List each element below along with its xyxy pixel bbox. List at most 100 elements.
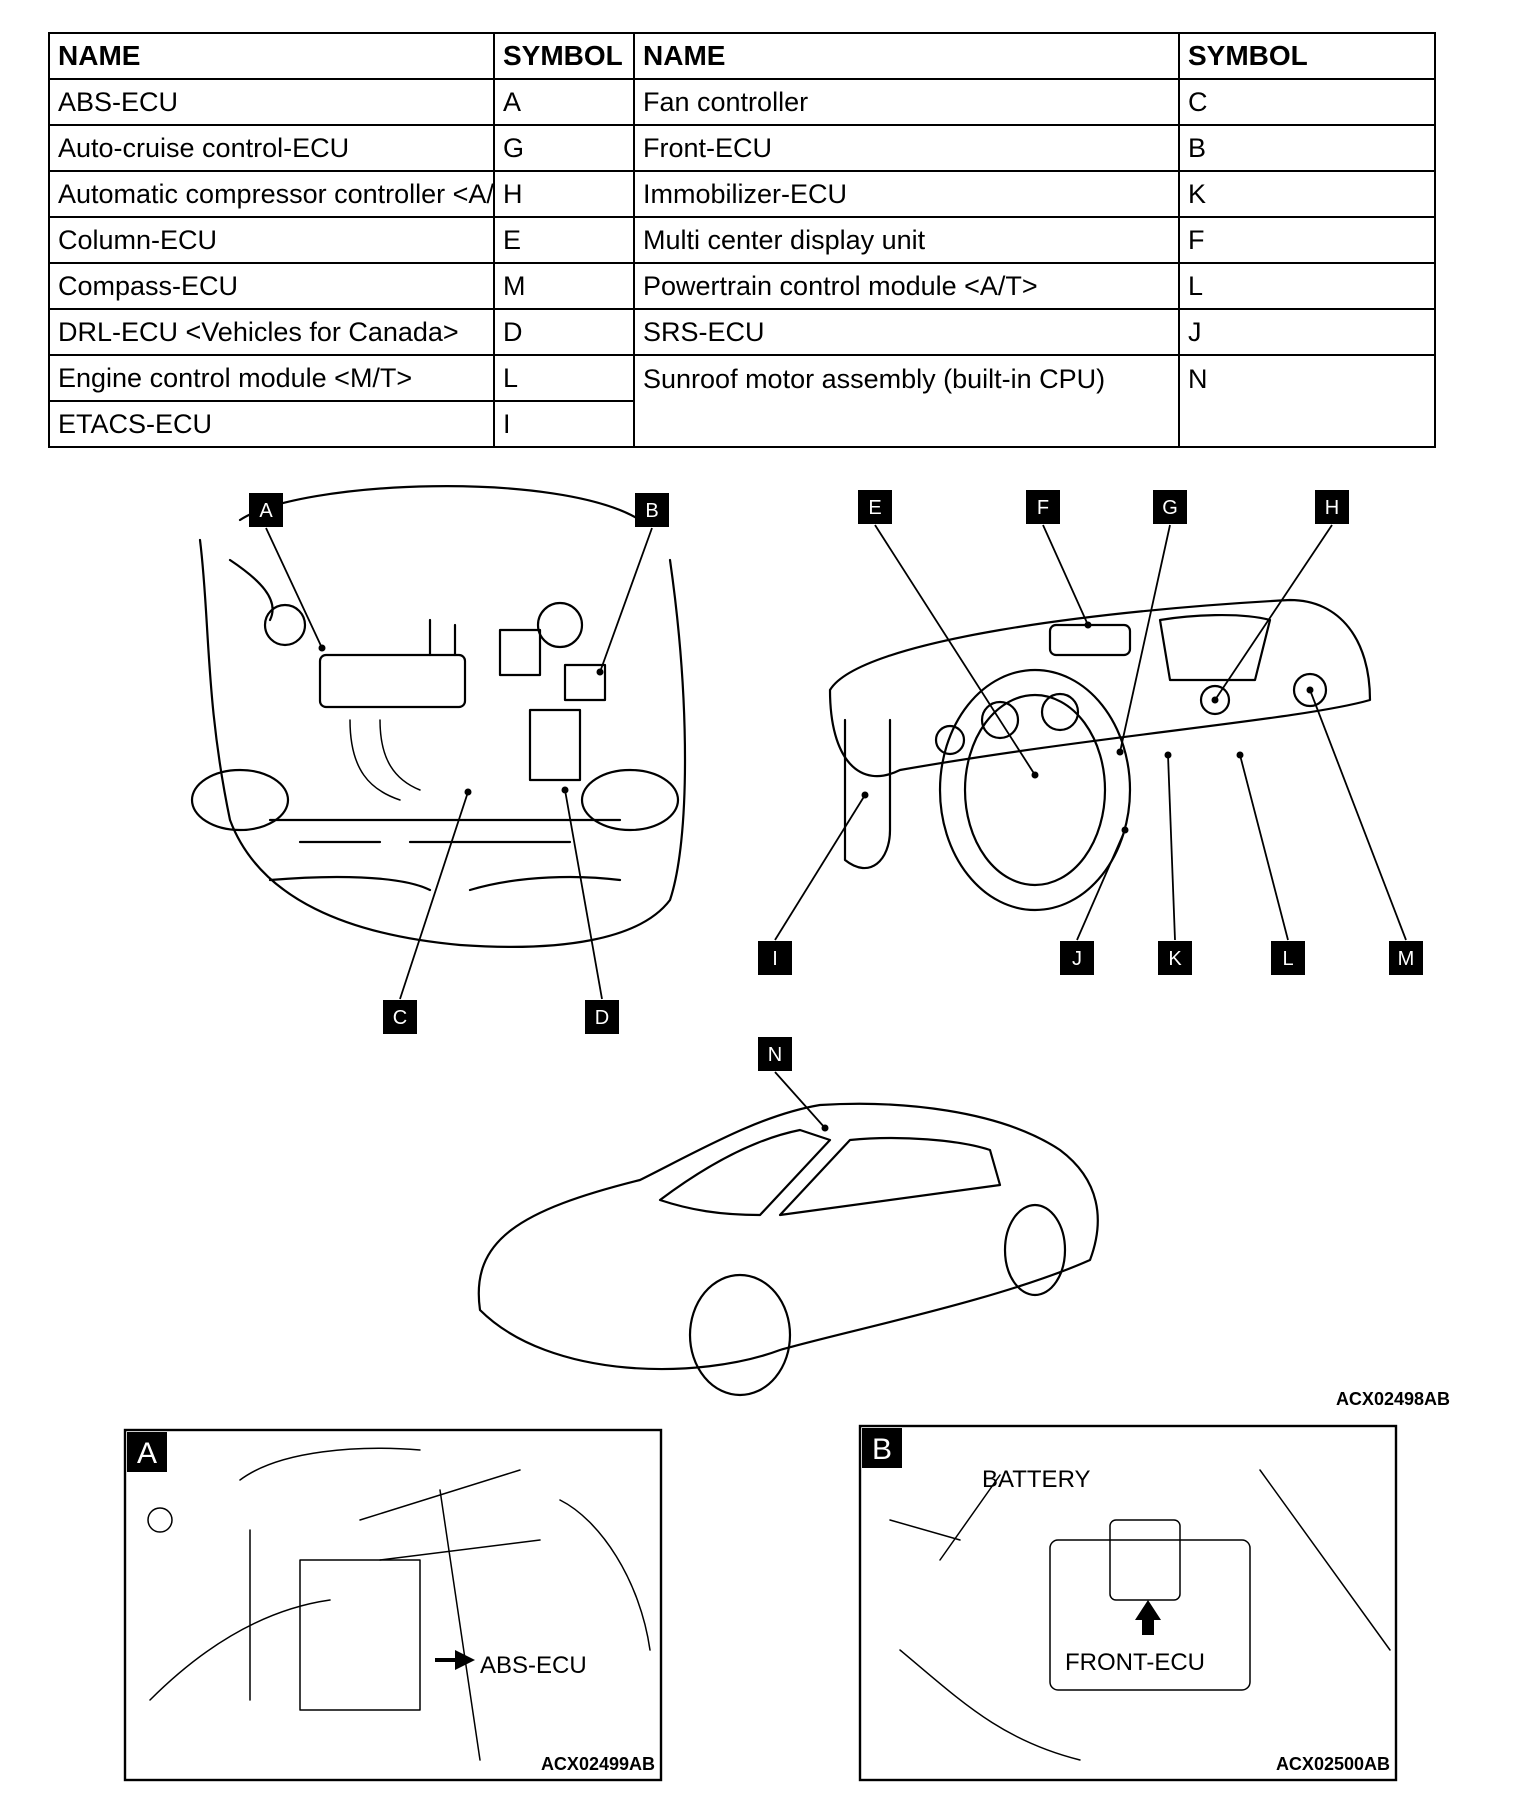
component-symbol: B (1178, 124, 1436, 172)
leader-line-n (774, 1071, 826, 1129)
component-name: Engine control module <M/T> (48, 354, 495, 402)
tag-label: A (259, 500, 273, 522)
header-name-right: NAME (633, 32, 1180, 80)
leader-dot-m (1306, 686, 1314, 694)
engine-bay-drawing (190, 485, 687, 948)
component-symbol: L (493, 354, 635, 402)
detail-panel-a (123, 1428, 663, 1782)
tag-background (1060, 941, 1094, 975)
location-tag-b: B (635, 493, 669, 527)
leader-line-m (1309, 689, 1407, 941)
component-name: SRS-ECU (633, 308, 1180, 356)
leader-line-b (599, 527, 653, 673)
location-tag-j: J (1060, 941, 1094, 975)
component-name: Column-ECU (48, 216, 495, 264)
component-symbol: A (493, 78, 635, 126)
tag-background (1153, 490, 1187, 524)
leader-line-c (399, 791, 469, 1000)
tag-label: A (137, 1437, 157, 1470)
abs-ecu-callout: ABS-ECU (480, 1652, 587, 1679)
detail-a-code: ACX02499AB (541, 1754, 655, 1774)
tag-background (1315, 490, 1349, 524)
tag-label: M (1398, 948, 1415, 970)
header-symbol-left: SYMBOL (493, 32, 635, 80)
tag-background (1271, 941, 1305, 975)
tag-label: H (1325, 497, 1339, 519)
tag-label: N (768, 1044, 782, 1066)
detail-panel-b (858, 1424, 1398, 1782)
component-name: Compass-ECU (48, 262, 495, 310)
component-name: Sunroof motor assembly (built-in CPU) (633, 354, 1180, 448)
component-name: DRL-ECU <Vehicles for Canada> (48, 308, 495, 356)
tag-label: J (1072, 948, 1082, 970)
leader-dot-g (1116, 748, 1124, 756)
tag-label: G (1162, 497, 1178, 519)
figure-code: ACX02498AB (1336, 1389, 1450, 1409)
leader-dot-h (1211, 696, 1219, 704)
leader-dot-b (596, 668, 604, 676)
tag-label: I (772, 948, 778, 970)
tag-label: E (868, 497, 881, 519)
detail-b-tag: B (862, 1428, 902, 1468)
table-header-row: NAME SYMBOL NAME SYMBOL (48, 32, 1436, 80)
component-symbol: F (1178, 216, 1436, 264)
tag-background (127, 1432, 167, 1472)
leader-line-d (564, 789, 603, 1000)
front-ecu-callout: FRONT-ECU (1065, 1649, 1205, 1676)
header-name-left: NAME (48, 32, 495, 80)
component-name: Powertrain control module <A/T> (633, 262, 1180, 310)
component-name: Automatic compressor controller <A/C> (48, 170, 495, 218)
leader-line-e (874, 524, 1036, 776)
component-symbol: G (493, 124, 635, 172)
tag-background (858, 490, 892, 524)
tag-background (383, 1000, 417, 1034)
component-symbol: N (1178, 354, 1436, 448)
location-tag-f: F (1026, 490, 1060, 524)
leader-dot-f (1084, 621, 1092, 629)
component-name: Front-ECU (633, 124, 1180, 172)
instrument-panel-drawing (828, 598, 1372, 912)
leader-line-j (1076, 829, 1126, 941)
leader-dot-l (1236, 751, 1244, 759)
leader-dot-e (1031, 771, 1039, 779)
component-symbol: J (1178, 308, 1436, 356)
component-name: Multi center display unit (633, 216, 1180, 264)
tag-background (1158, 941, 1192, 975)
leader-line-i (774, 794, 866, 941)
component-symbol: M (493, 262, 635, 310)
location-tag-k: K (1158, 941, 1192, 975)
location-tag-m: M (1389, 941, 1423, 975)
component-symbol: E (493, 216, 635, 264)
tag-label: L (1282, 948, 1293, 970)
tag-background (862, 1428, 902, 1468)
battery-callout: BATTERY (982, 1466, 1090, 1493)
tag-background (1389, 941, 1423, 975)
location-tag-i: I (758, 941, 792, 975)
tag-label: C (393, 1007, 407, 1029)
leader-line-a (265, 527, 323, 649)
location-tag-g: G (1153, 490, 1187, 524)
location-tag-a: A (249, 493, 283, 527)
location-tag-l: L (1271, 941, 1305, 975)
tag-label: F (1037, 497, 1049, 519)
leader-dot-k (1164, 751, 1172, 759)
leader-line-h (1214, 524, 1333, 701)
component-name: ETACS-ECU (48, 400, 495, 448)
car-drawing (477, 1102, 1099, 1397)
component-symbol: L (1178, 262, 1436, 310)
tag-background (585, 1000, 619, 1034)
location-tag-n: N (758, 1037, 792, 1071)
leader-line-l (1239, 754, 1289, 941)
tag-label: D (595, 1007, 609, 1029)
component-name: Fan controller (633, 78, 1180, 126)
tag-label: B (872, 1433, 892, 1466)
component-symbol: C (1178, 78, 1436, 126)
